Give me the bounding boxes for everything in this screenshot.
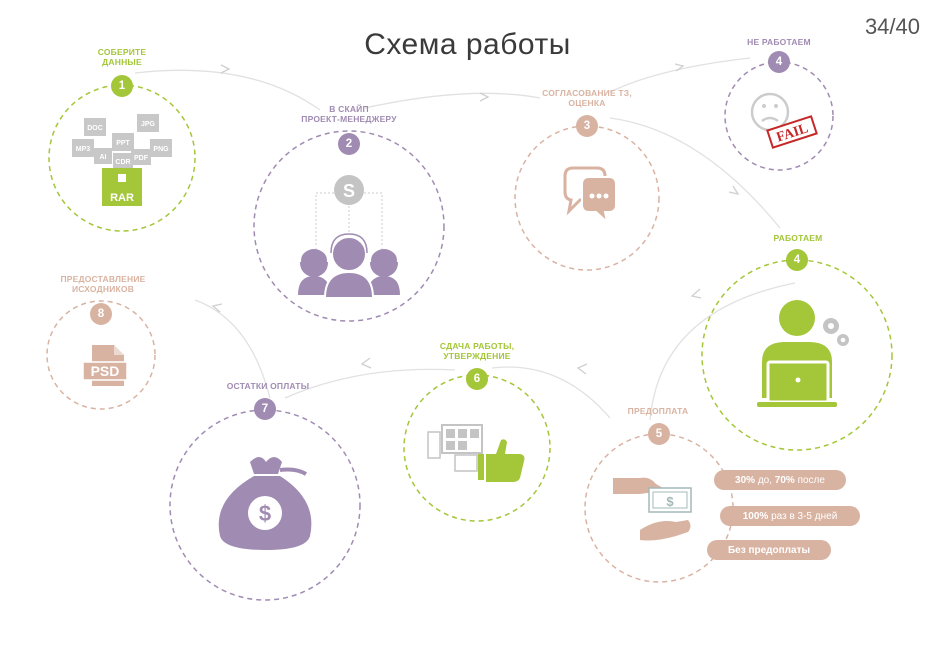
step-8-label: Предоставление исходников	[60, 274, 146, 294]
svg-text:AI: AI	[100, 154, 107, 161]
step-1-label: Соберите данные	[97, 47, 147, 67]
svg-text:MP3: MP3	[76, 146, 91, 153]
step-2-badge: 2	[338, 133, 360, 155]
step-4-work-badge: 4	[786, 249, 808, 271]
money-bag-icon: $	[218, 457, 312, 550]
page-number: 34/40	[864, 14, 920, 39]
files-icon: DOC JPG PPT MP3 AI CDR PDF PNG RAR	[72, 114, 172, 206]
step-5-badge: 5	[648, 423, 670, 445]
step-3-label: Согласование ТЗ, оценка	[542, 88, 632, 108]
arrow-head	[690, 288, 702, 299]
step-7-circle	[169, 409, 361, 601]
svg-text:PPT: PPT	[116, 140, 130, 147]
gears-icon	[823, 318, 849, 346]
thumbs-up-icon	[427, 424, 525, 482]
step-7-badge: 7	[254, 398, 276, 420]
arrow-head	[211, 303, 223, 313]
chat-bubbles-icon	[563, 166, 617, 225]
page-title: Схема работы	[364, 28, 571, 61]
prepay-option-none: Без предоплаты	[707, 540, 831, 560]
svg-text:S: S	[343, 181, 355, 201]
prepay-option-100: 100% раз в 3-5 дней	[720, 506, 860, 526]
svg-text:PDF: PDF	[134, 155, 149, 162]
step-2-label: В скайп проект-менеджеру	[301, 104, 397, 124]
step-6-badge: 6	[466, 368, 488, 390]
step-8-circle	[46, 300, 156, 410]
step-2-circle	[253, 130, 445, 322]
step-4-work-label: Работаем	[773, 233, 823, 243]
svg-text:PSD: PSD	[91, 363, 120, 379]
step-7-label: Остатки оплаты	[226, 381, 310, 391]
fail-face-icon: FAIL	[750, 92, 818, 149]
svg-text:RAR: RAR	[110, 192, 134, 204]
svg-text:DOC: DOC	[87, 125, 103, 132]
arrow-head	[576, 363, 588, 375]
step-5-label: Предоплата	[627, 406, 689, 416]
prepay-option-30-70: 30% до, 70% после	[714, 470, 846, 490]
arrow-head	[360, 357, 372, 369]
step-4-work-circle	[701, 259, 893, 451]
psd-file-icon: PSD	[82, 345, 128, 386]
arrow-head	[220, 64, 231, 74]
arrow-head	[728, 185, 740, 195]
step-4-fail-circle	[724, 61, 834, 171]
svg-text:JPG: JPG	[141, 121, 156, 128]
connector-lines	[134, 57, 796, 421]
arrow-head	[479, 92, 490, 102]
money-hand-icon: $	[613, 477, 692, 541]
worker-laptop-icon	[757, 300, 849, 407]
svg-text:PNG: PNG	[153, 146, 169, 153]
svg-text:$: $	[259, 501, 271, 526]
step-3-circle	[514, 125, 660, 271]
svg-text:CDR: CDR	[115, 159, 130, 166]
svg-text:$: $	[666, 494, 674, 509]
step-6-label: Сдача работы, утверждение	[439, 341, 515, 361]
step-3-badge: 3	[576, 115, 598, 137]
step-4-fail-badge: 4	[768, 51, 790, 73]
skype-team-icon: S	[298, 175, 400, 299]
step-8-badge: 8	[90, 303, 112, 325]
skype-icon: S	[334, 175, 364, 205]
arrow-head	[674, 63, 685, 72]
step-4-fail-label: Не работаем	[747, 37, 811, 47]
step-1-badge: 1	[111, 75, 133, 97]
